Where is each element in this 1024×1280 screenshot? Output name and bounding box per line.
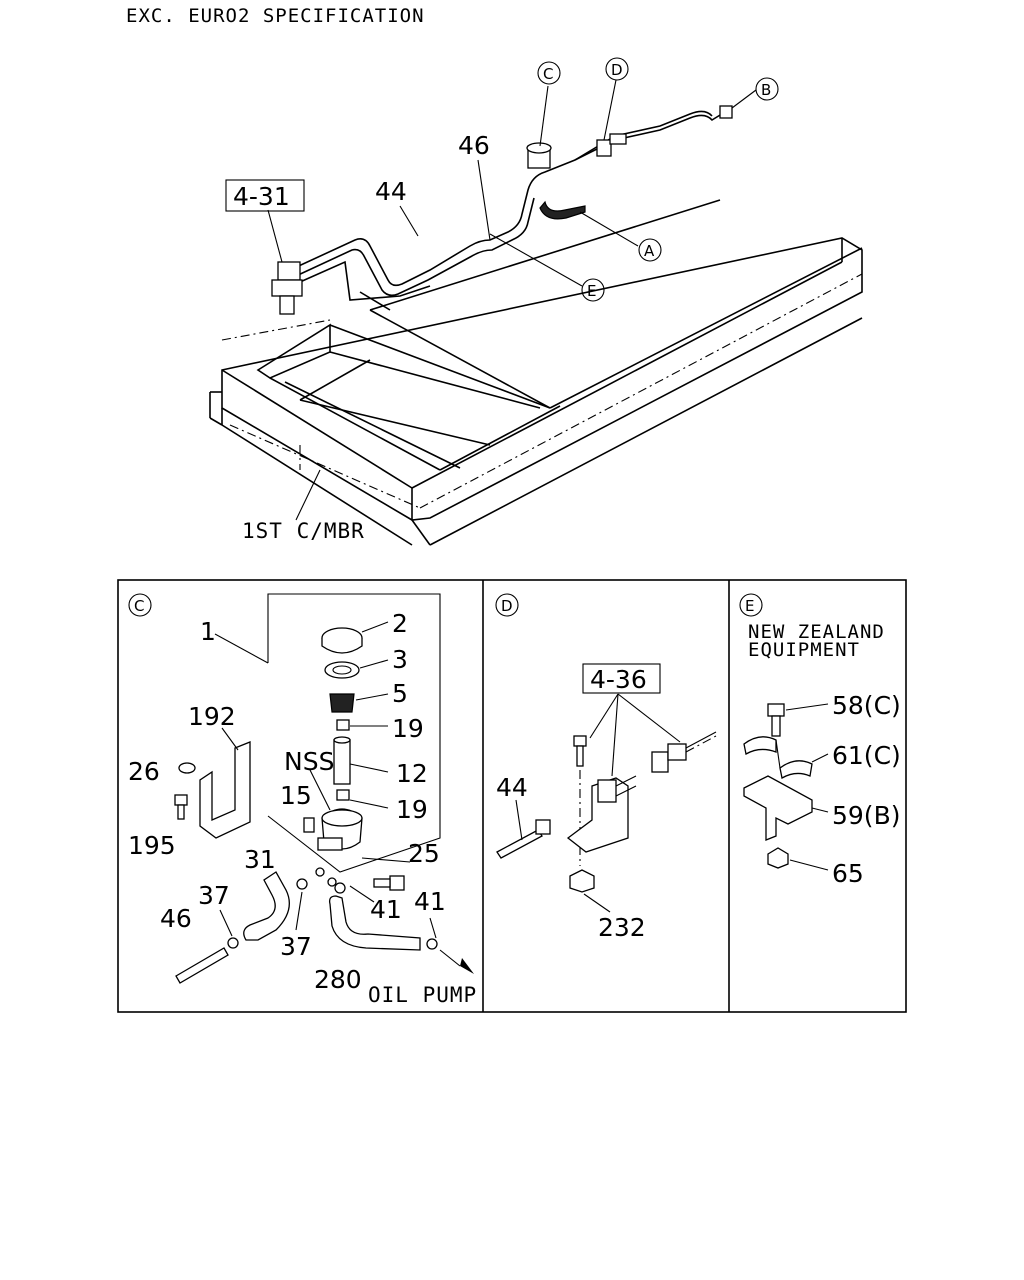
label-280: 280	[314, 965, 362, 994]
svg-text:E: E	[587, 282, 596, 300]
panel-d: D 4-36 44 232	[495, 593, 717, 942]
label-232: 232	[598, 913, 646, 942]
label-61c: 61(C)	[832, 741, 901, 770]
label-26: 26	[128, 757, 160, 786]
label-46: 46	[160, 904, 192, 933]
label-2: 2	[392, 609, 408, 638]
label-15: 15	[280, 781, 312, 810]
crossmember-label: 1ST C/MBR	[242, 519, 365, 543]
callout-d: D	[605, 57, 629, 81]
label-195: 195	[128, 831, 176, 860]
pipe-routing	[271, 105, 733, 315]
part-label-44: 44	[375, 177, 407, 206]
panel-e-title-line1: NEW ZEALAND	[748, 621, 885, 643]
label-nss: NSS	[284, 747, 334, 776]
svg-text:A: A	[644, 242, 655, 260]
label-41-right: 41	[414, 887, 446, 916]
panel-e-marker: E	[739, 593, 763, 617]
panel-c-marker: C	[128, 593, 152, 617]
spec-title: EXC. EURO2 SPECIFICATION	[126, 5, 425, 27]
label-5: 5	[392, 679, 408, 708]
callout-c: C	[537, 61, 561, 85]
label-41-center: 41	[370, 895, 402, 924]
svg-text:E: E	[745, 597, 754, 615]
label-oil-pump: OIL PUMP	[368, 983, 477, 1007]
ref-label-4-31[interactable]: 4-31	[233, 182, 290, 211]
label-37-right: 37	[280, 932, 312, 961]
ref-box-4-36[interactable]	[582, 663, 661, 694]
label-25: 25	[408, 839, 440, 868]
callout-b: B	[755, 77, 779, 101]
label-1: 1	[200, 617, 216, 646]
detail-panels-frame	[117, 579, 907, 1013]
label-37-left: 37	[198, 881, 230, 910]
label-65: 65	[832, 859, 864, 888]
label-3: 3	[392, 645, 408, 674]
label-19-lower: 19	[396, 795, 428, 824]
panel-e: E NEW ZEALAND EQUIPMENT 58(C) 61(C) 59(B…	[739, 593, 901, 888]
ref-label-4-36[interactable]: 4-36	[590, 665, 647, 694]
label-59b: 59(B)	[832, 801, 900, 830]
label-44-d: 44	[496, 773, 528, 802]
part-label-46: 46	[458, 131, 490, 160]
label-192: 192	[188, 702, 236, 731]
svg-text:D: D	[501, 597, 513, 615]
panel-e-title-line2: EQUIPMENT	[748, 639, 860, 661]
svg-text:C: C	[134, 597, 144, 615]
svg-text:D: D	[611, 61, 623, 79]
panel-d-marker: D	[495, 593, 519, 617]
svg-text:C: C	[543, 65, 553, 83]
overview-leaders	[267, 79, 757, 287]
callout-a: A	[638, 238, 662, 262]
label-19-upper: 19	[392, 714, 424, 743]
label-58c: 58(C)	[832, 691, 901, 720]
callout-e: E	[581, 278, 605, 302]
panel-c: C	[128, 593, 477, 1007]
frame-drawing	[209, 199, 863, 546]
ref-box-4-31[interactable]	[225, 179, 305, 212]
label-31: 31	[244, 845, 276, 874]
label-12: 12	[396, 759, 428, 788]
svg-text:B: B	[761, 81, 771, 99]
